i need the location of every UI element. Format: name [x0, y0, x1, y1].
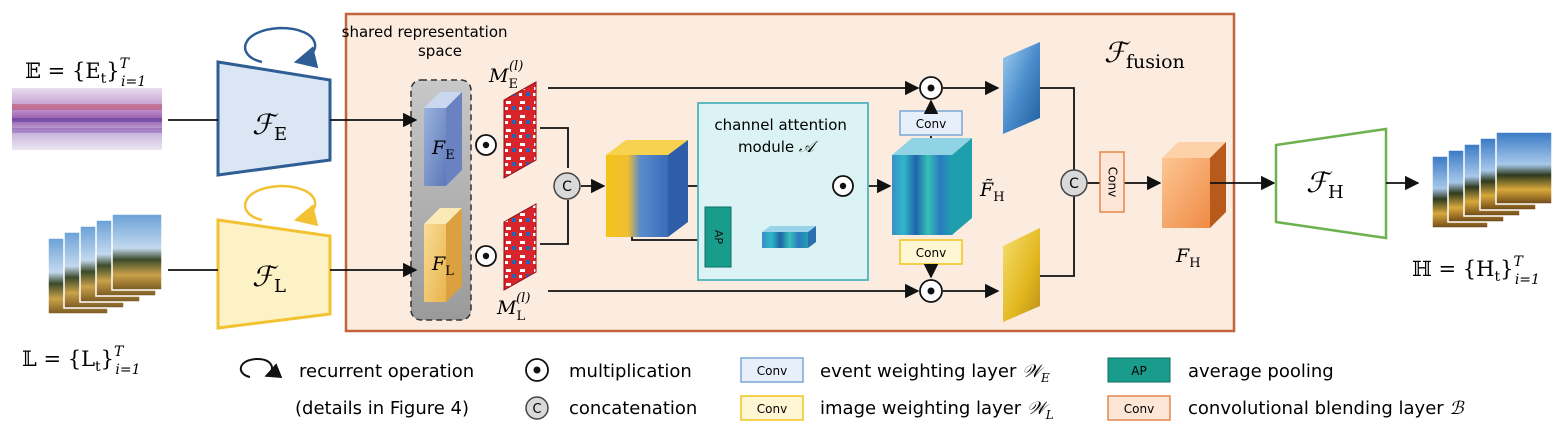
legend-conv-event-swatch [740, 357, 804, 383]
legend-multiplication-text: multiplication [569, 361, 692, 382]
conv-blending-layer: Conv [1099, 151, 1125, 213]
legend-ap-swatch [1107, 357, 1171, 383]
weighted-event-feature [1003, 42, 1040, 134]
legend-recurrent-icon [240, 357, 283, 379]
hdr-decoder [1274, 127, 1388, 240]
event-encoder [216, 60, 332, 177]
multiply-op-event-weight [919, 76, 943, 100]
legend-image-weighting-text: image weighting layer 𝒲L [820, 398, 1054, 422]
svg-text:Conv: Conv [757, 364, 787, 378]
event-encoder-label: ℱE [252, 108, 287, 145]
multiply-op-image-weight [919, 279, 943, 303]
legend: recurrent operation (details in Figure 4… [240, 357, 1465, 422]
fl-label: FL [431, 253, 454, 279]
legend-concatenation-icon [525, 396, 549, 420]
channel-weight-vector [762, 226, 816, 248]
svg-text:Conv: Conv [916, 246, 946, 260]
concat-op-2: C [1060, 169, 1088, 197]
legend-event-weighting-text: event weighting layer 𝒲E [820, 361, 1050, 385]
ml-label: ML(l) [496, 291, 530, 324]
ldr-image-stack [47, 213, 163, 315]
arrow-image-to-concat2 [1040, 196, 1075, 277]
svg-text:C: C [1069, 176, 1079, 192]
legend-conv-image-swatch [740, 395, 804, 421]
legend-blending-text: convolutional blending layer ℬ [1188, 398, 1465, 419]
fused-feature-fh [1162, 142, 1226, 228]
concatenated-feature-block [606, 140, 688, 237]
event-feature-fe [424, 92, 462, 186]
ap-block: AP [704, 206, 732, 268]
event-mask-me [503, 81, 537, 179]
arrow-me-to-concat [540, 127, 569, 168]
hdr-decoder-label: ℱH [1306, 166, 1344, 203]
multiply-op-attention [832, 175, 854, 197]
multiply-op-event [475, 134, 497, 156]
legend-conv-blend-swatch [1107, 395, 1171, 421]
event-encoder-recurrent-arrow [243, 26, 319, 69]
concat-op-1: C [553, 172, 581, 200]
svg-text:C: C [532, 402, 541, 417]
svg-text:AP: AP [712, 230, 725, 245]
shared-space-label: shared representation space [342, 23, 513, 60]
image-encoder-recurrent-arrow [243, 184, 319, 227]
attention-title: channel attention module 𝒜 [714, 116, 851, 156]
hdr-output-stack [1431, 131, 1553, 229]
me-label: ME(l) [488, 59, 523, 92]
legend-recurrent-details: (details in Figure 4) [295, 398, 469, 419]
weighted-image-feature [1003, 228, 1040, 322]
svg-text:C: C [562, 179, 572, 195]
arrow-ml-to-concat [540, 200, 569, 245]
image-mask-ml [503, 203, 537, 291]
fe-label: FE [431, 137, 455, 163]
fh-label: FH [1175, 245, 1201, 271]
multiply-op-image [475, 245, 497, 267]
legend-concatenation-text: concatenation [569, 398, 697, 419]
image-encoder [216, 218, 332, 330]
image-feature-fl [424, 208, 462, 302]
event-stream-image [12, 88, 162, 150]
svg-text:Conv: Conv [757, 402, 787, 416]
conv-image-weighting: Conv [899, 239, 963, 265]
attended-feature-fh-tilde [892, 138, 972, 235]
svg-text:AP: AP [1131, 364, 1146, 378]
legend-average-pooling-text: average pooling [1188, 361, 1334, 382]
legend-recurrent-text: recurrent operation [299, 361, 474, 382]
svg-text:Conv: Conv [916, 117, 946, 131]
arrow-event-to-concat2 [1040, 87, 1075, 170]
svg-text:Conv: Conv [1124, 402, 1154, 416]
conv-event-weighting: Conv [899, 110, 963, 136]
svg-text:Conv: Conv [1106, 167, 1120, 197]
fh-tilde-label: F̃H [979, 179, 1005, 205]
